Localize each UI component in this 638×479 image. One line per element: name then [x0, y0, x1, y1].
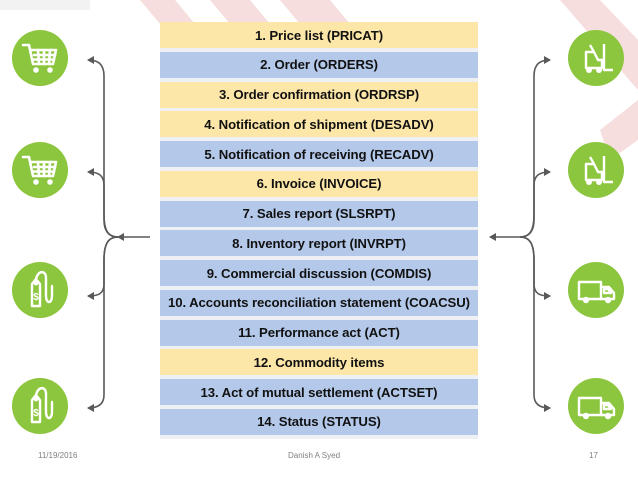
right-connector: [489, 56, 551, 412]
footer-date: 11/19/2016: [38, 451, 78, 460]
list-item: 13. Act of mutual settlement (ACTSET): [160, 379, 478, 405]
list-item: 7. Sales report (SLSRPT): [160, 200, 478, 227]
list-item: 1. Price list (PRICAT): [160, 22, 478, 48]
shopping-cart-icon: [12, 142, 68, 198]
left-connector: [87, 56, 150, 412]
list-item: 4. Notification of shipment (DESADV): [160, 111, 478, 138]
footer-author: Danish A Syed: [288, 451, 341, 460]
list-item: 2. Order (ORDERS): [160, 51, 478, 78]
list-item: 3. Order confirmation (ORDRSP): [160, 81, 478, 108]
list-item: 14. Status (STATUS): [160, 408, 478, 435]
shopping-cart-icon: [12, 30, 68, 86]
svg-text:$: $: [33, 408, 39, 419]
message-type-list: 1. Price list (PRICAT) 2. Order (ORDERS) 3…: [160, 22, 478, 439]
list-item: 8. Inventory report (INVRPT): [160, 230, 478, 257]
list-item: 12. Commodity items: [160, 349, 478, 376]
list-item: 11. Performance act (ACT): [160, 319, 478, 346]
footer-page-number: 17: [589, 451, 598, 460]
forklift-icon: [568, 142, 624, 198]
list-item: 10. Accounts reconciliation statement (C…: [160, 289, 478, 316]
delivery-truck-icon: [568, 262, 624, 318]
delivery-truck-icon: [568, 378, 624, 434]
list-item: 9. Commercial discussion (COMDIS): [160, 260, 478, 286]
price-tag-icon: $: [12, 262, 68, 318]
price-tag-icon: $: [12, 378, 68, 434]
forklift-icon: [568, 30, 624, 86]
svg-text:$: $: [33, 292, 39, 303]
list-item: 6. Invoice (INVOICE): [160, 170, 478, 197]
list-item: 5. Notification of receiving (RECADV): [160, 141, 478, 167]
